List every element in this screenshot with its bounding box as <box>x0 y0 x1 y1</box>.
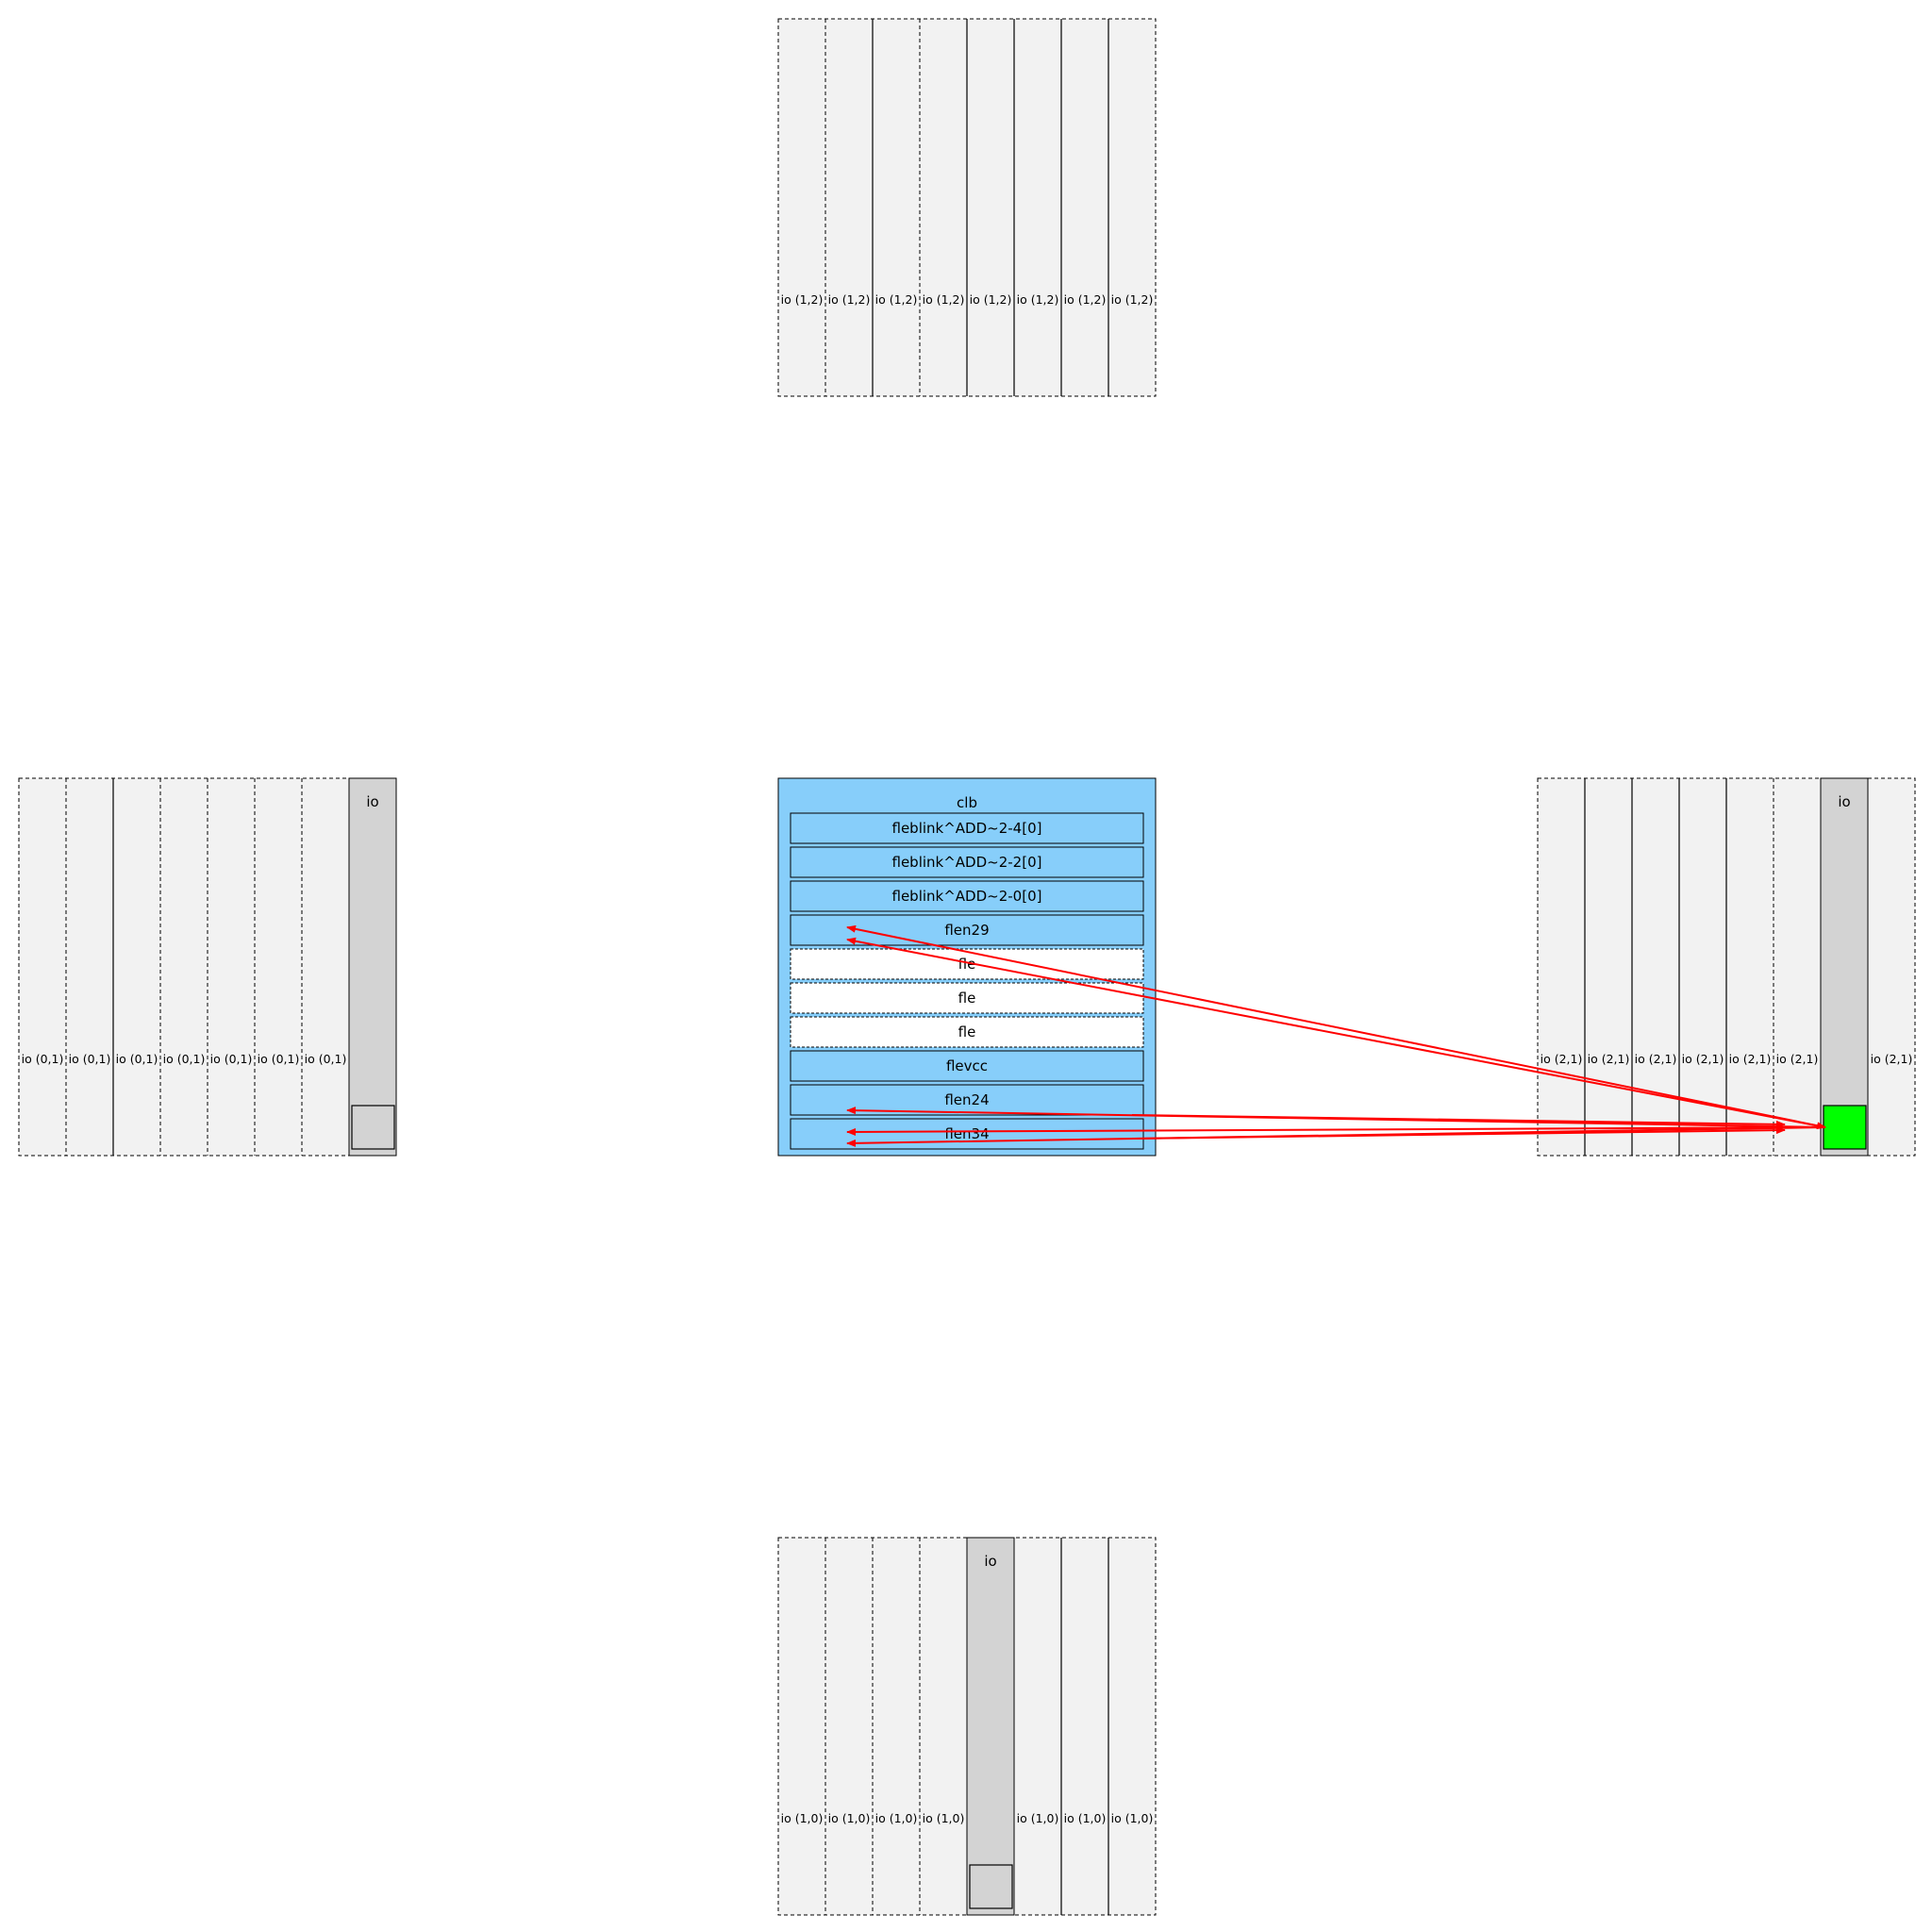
clb-fle-label: fle <box>958 1024 976 1040</box>
io-tile-label: io (2,1) <box>1588 1052 1630 1066</box>
io-block-top: io (1,2) io (1,2) io (1,2) io (1,2) io (… <box>777 18 1157 397</box>
used-io-tile[interactable] <box>966 1537 1015 1916</box>
clb-fle-row[interactable] <box>790 846 1144 878</box>
clb-block: clb fleblink^ADD~2-4[0] fleblink^ADD~2-2[… <box>777 777 1157 1157</box>
io-tile-label: io (1,0) <box>781 1811 824 1825</box>
io-tile-label: io (1,2) <box>970 292 1012 307</box>
clb-fle-label: flevcc <box>946 1057 988 1074</box>
clb-fle-label: flen29 <box>944 922 989 939</box>
io-tile-label: io (1,0) <box>923 1811 965 1825</box>
io-tile-label: io (0,1) <box>22 1052 64 1066</box>
io-tile-label: io (0,1) <box>69 1052 111 1066</box>
io-tile-label: io (2,1) <box>1635 1052 1677 1066</box>
net-flyline <box>1131 1114 1786 1128</box>
io-tile-label: io (0,1) <box>258 1052 300 1066</box>
clb-fle-empty[interactable] <box>790 948 1144 980</box>
clb-fle-label: fleblink^ADD~2-0[0] <box>892 888 1042 905</box>
clb-fle-empty[interactable] <box>790 982 1144 1014</box>
io-tile-label: io (1,0) <box>1064 1811 1107 1825</box>
io-tile-label: io (1,2) <box>923 292 965 307</box>
io-tile-label: io (1,2) <box>1017 292 1059 307</box>
net-flyline <box>846 924 1826 1128</box>
io-tile-label: io (2,1) <box>1871 1052 1913 1066</box>
io-tile-label: io (1,2) <box>828 292 871 307</box>
io-tile-label: io (1,0) <box>1017 1811 1059 1825</box>
clb-fle-row[interactable] <box>790 1050 1144 1082</box>
net-flylines <box>846 924 1826 1147</box>
io-tile-label: io (0,1) <box>163 1052 206 1066</box>
io-tile-label: io (1,0) <box>1111 1811 1154 1825</box>
clb-fle-label: fleblink^ADD~2-4[0] <box>892 820 1042 837</box>
io-tile-label: io (0,1) <box>305 1052 347 1066</box>
net-flyline <box>846 1126 1826 1136</box>
net-flyline <box>1131 1126 1786 1140</box>
io-tile-label: io (1,2) <box>781 292 824 307</box>
io-pad-slot[interactable] <box>969 1864 1013 1909</box>
clb-title: clb <box>957 794 977 811</box>
io-tile-label: io (1,0) <box>828 1811 871 1825</box>
io-block-left: io (0,1) io (0,1) io (0,1) io (0,1) io (… <box>18 777 397 1157</box>
used-io-title: io <box>366 793 378 810</box>
io-tile-label: io (0,1) <box>210 1052 253 1066</box>
io-tile-label: io (1,2) <box>1064 292 1107 307</box>
io-tile-label: io (2,1) <box>1541 1052 1583 1066</box>
clb-fle-label: fleblink^ADD~2-2[0] <box>892 854 1042 871</box>
io-tile-label: io (1,2) <box>875 292 918 307</box>
clb-fle-row[interactable] <box>790 812 1144 844</box>
used-io-tile[interactable] <box>348 777 397 1157</box>
io-tile-label: io (2,1) <box>1682 1052 1724 1066</box>
io-tile-label: io (2,1) <box>1776 1052 1819 1066</box>
io-tile-label: io (1,2) <box>1111 292 1154 307</box>
io-tile-label: io (0,1) <box>116 1052 158 1066</box>
net-flyline <box>846 937 1826 1128</box>
io-tile-label: io (1,0) <box>875 1811 918 1825</box>
used-io-title: io <box>984 1553 996 1570</box>
clb-fle-empty[interactable] <box>790 1016 1144 1048</box>
clb-fle-label: fle <box>958 956 976 973</box>
clb-fle-label: flen24 <box>944 1091 989 1108</box>
used-io-tile[interactable] <box>1820 777 1869 1157</box>
clb-fle-label: fle <box>958 990 976 1007</box>
clb-fle-row[interactable] <box>790 880 1144 912</box>
clb-fle-rows: fleblink^ADD~2-4[0] fleblink^ADD~2-2[0] fl… <box>790 812 1144 1150</box>
io-pad-slot[interactable] <box>351 1105 395 1150</box>
io-tile-label: io (2,1) <box>1729 1052 1772 1066</box>
selected-io-pad[interactable] <box>1823 1105 1867 1150</box>
io-block-bottom: io (1,0) io (1,0) io (1,0) io (1,0) io i… <box>777 1537 1157 1916</box>
clb-fle-label: flen34 <box>944 1125 989 1142</box>
io-block-right: io (2,1) io (2,1) io (2,1) io (2,1) io (… <box>1537 777 1916 1157</box>
used-io-title: io <box>1838 793 1850 810</box>
